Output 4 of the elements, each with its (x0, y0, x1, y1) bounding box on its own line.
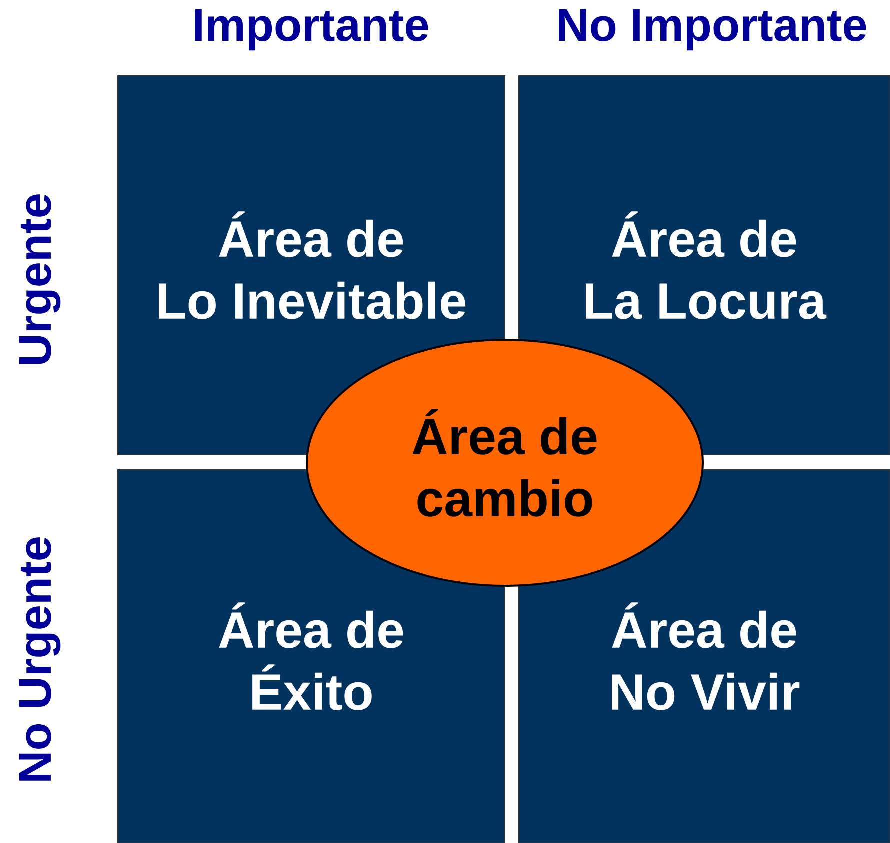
column-heading: No Importante (559, 9, 866, 51)
row-heading: No Urgente (19, 538, 61, 781)
column-heading: Importante (195, 9, 428, 51)
row-heading: Urgente (19, 194, 61, 364)
